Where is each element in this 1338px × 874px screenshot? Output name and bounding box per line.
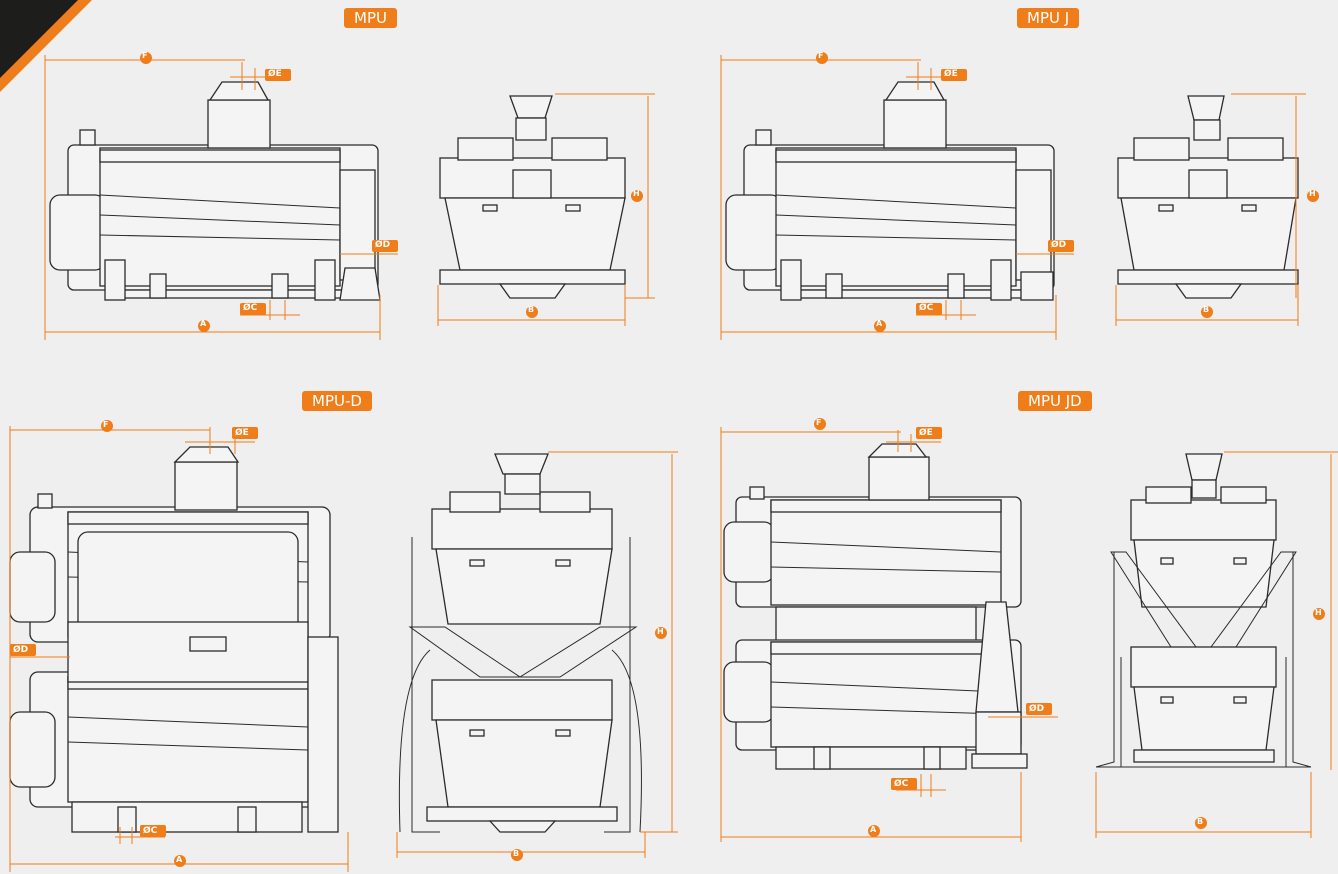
tag-mpud-c <box>140 825 166 837</box>
drawing-mpu <box>44 55 655 340</box>
mpujd-front-dimensions <box>1095 451 1338 838</box>
label-mpuj-c: ØC <box>919 303 934 313</box>
mpuj-front-dimensions <box>1115 93 1306 326</box>
tag-mpu-b <box>526 306 538 318</box>
label-mpuj-e: ØE <box>944 69 958 79</box>
label-mpuj-h: H <box>1309 189 1316 198</box>
label-mpujd-e: ØE <box>919 428 933 438</box>
label-mpu-b: B <box>528 305 535 314</box>
tag-mpuj-h <box>1307 190 1319 202</box>
mpujd-dimension-tags <box>814 418 1325 837</box>
model-title-mpud: MPU-D <box>302 391 372 411</box>
tag-mpujd-a <box>868 825 880 837</box>
label-mpud-c: ØC <box>143 826 158 836</box>
corner-accent-dark <box>0 0 78 78</box>
tag-mpujd-d <box>1026 703 1052 715</box>
label-mpuj-a: A <box>876 319 883 328</box>
label-mpud-b: B <box>513 849 520 858</box>
tag-mpuj-c <box>916 303 942 315</box>
label-mpuj-b: B <box>1203 305 1210 314</box>
label-mpud-h: H <box>657 627 664 636</box>
label-mpujd-h: H <box>1315 608 1322 617</box>
mpu-front-view <box>439 95 626 299</box>
model-title-mpujd: MPU JD <box>1018 391 1092 411</box>
label-mpuj-f: F <box>818 51 824 60</box>
tag-mpu-h <box>631 190 643 202</box>
drawing-mpuj <box>720 55 1306 340</box>
tag-mpud-h <box>655 627 667 639</box>
tag-mpuj-a <box>874 320 886 332</box>
tag-mpuj-d <box>1048 240 1074 252</box>
label-mpujd-f: F <box>816 418 822 427</box>
mpu-side-view <box>49 81 381 301</box>
label-mpud-a: A <box>176 855 183 864</box>
tag-mpuj-f <box>816 52 828 64</box>
model-title-mpuj: MPU J <box>1017 8 1080 28</box>
tag-mpuj-e <box>941 69 967 81</box>
label-mpu-a: A <box>200 319 207 328</box>
label-mpud-e: ØE <box>235 428 249 438</box>
mpud-dimension-tags <box>10 420 667 867</box>
tag-mpujd-f <box>814 418 826 430</box>
tag-mpu-d <box>372 240 398 252</box>
tag-mpud-f <box>101 420 113 432</box>
tag-mpud-a <box>174 855 186 867</box>
label-mpujd-d: ØD <box>1029 704 1045 714</box>
mpu-dimension-tags <box>140 52 643 332</box>
tag-mpujd-e <box>916 427 942 439</box>
label-mpuj-d: ØD <box>1051 240 1067 250</box>
model-title-mpu: MPU <box>344 8 397 28</box>
label-mpujd-b: B <box>1197 817 1204 826</box>
label-mpujd-c: ØC <box>894 779 909 789</box>
tag-mpujd-b <box>1195 817 1207 829</box>
label-mpujd-a: A <box>870 825 877 834</box>
mpud-side-view <box>9 446 339 833</box>
tag-mpu-c <box>240 303 266 315</box>
mpuj-side-view <box>725 81 1055 301</box>
mpujd-side-view <box>723 443 1028 770</box>
mpud-front-view <box>398 453 642 833</box>
label-mpu-f: F <box>142 51 148 60</box>
tag-mpu-a <box>198 320 210 332</box>
mpu-front-dimensions <box>437 93 655 326</box>
drawing-mpud <box>9 426 678 872</box>
label-mpu-d: ØD <box>375 240 391 250</box>
tag-mpujd-c <box>891 778 917 790</box>
label-mpud-d: ØD <box>13 645 29 655</box>
label-mpud-f: F <box>103 420 109 429</box>
drawing-mpujd <box>720 427 1338 842</box>
mpuj-front-view <box>1117 95 1299 299</box>
label-mpu-e: ØE <box>268 69 282 79</box>
tag-mpujd-h <box>1313 608 1325 620</box>
mpujd-side-dimensions <box>720 427 1058 842</box>
tag-mpu-e <box>265 69 291 81</box>
mpuj-dimension-tags <box>816 52 1319 332</box>
label-mpu-c: ØC <box>243 303 258 313</box>
tag-mpud-b <box>511 849 523 861</box>
tag-mpud-d <box>10 644 36 656</box>
tag-mpuj-b <box>1201 306 1213 318</box>
tag-mpud-e <box>232 427 258 439</box>
mpujd-front-view <box>1095 453 1312 768</box>
label-mpu-h: H <box>633 189 640 198</box>
tag-mpu-f <box>140 52 152 64</box>
